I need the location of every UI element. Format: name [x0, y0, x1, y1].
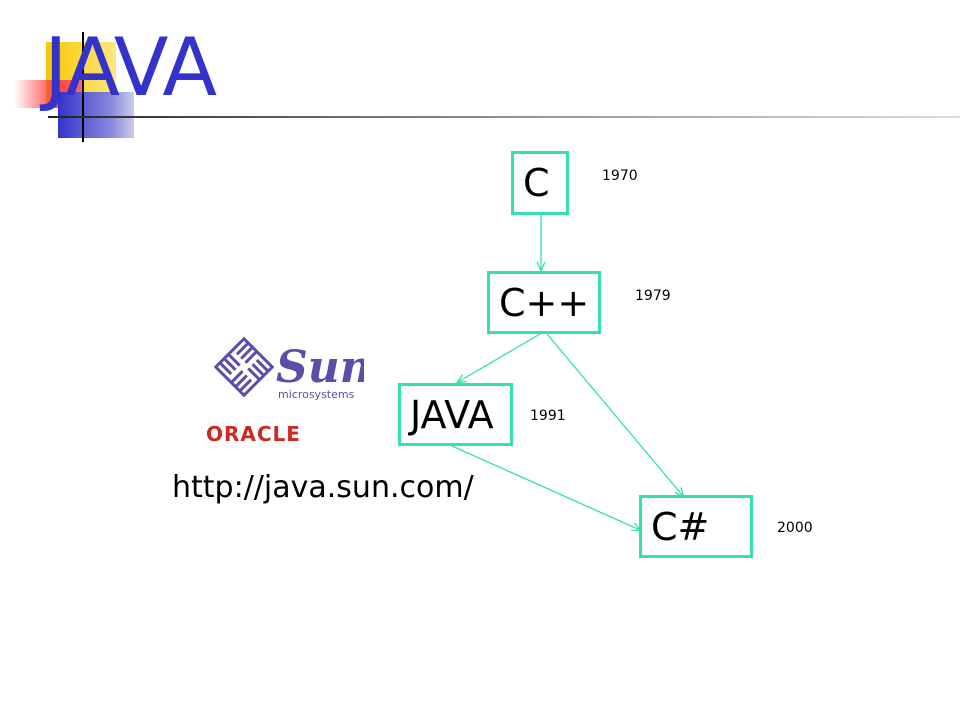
oracle-logo: ORACLE: [206, 420, 346, 450]
svg-text:microsystems: microsystems: [278, 388, 355, 401]
year-csharp: 2000: [777, 520, 813, 536]
node-cpp-label: C++: [499, 280, 590, 325]
node-java: JAVA: [398, 383, 513, 446]
edge-cpp-to-java: [458, 333, 541, 382]
node-cpp: C++: [487, 271, 601, 334]
year-java: 1991: [530, 408, 566, 424]
slide-title: JAVA: [44, 21, 217, 114]
year-cpp: 1979: [635, 288, 671, 304]
deco-blue-square: [58, 92, 134, 138]
node-java-label: JAVA: [410, 392, 494, 437]
deco-vertical-line: [82, 32, 84, 142]
node-c-label: C: [523, 161, 550, 205]
sun-microsystems-logo: Sun microsystems: [213, 334, 372, 408]
node-csharp-label: C#: [651, 504, 710, 549]
edge-java-to-csharp: [451, 445, 640, 530]
java-sun-url[interactable]: http://java.sun.com/: [172, 470, 474, 505]
node-c: C: [511, 151, 569, 215]
edge-cpp-to-csharp: [546, 333, 683, 496]
node-csharp: C#: [639, 495, 753, 558]
deco-horizontal-rule: [48, 116, 960, 118]
svg-text:Sun: Sun: [276, 342, 364, 393]
svg-text:ORACLE: ORACLE: [206, 422, 301, 446]
year-c: 1970: [602, 168, 638, 184]
sun-emblem-icon: [213, 336, 275, 398]
